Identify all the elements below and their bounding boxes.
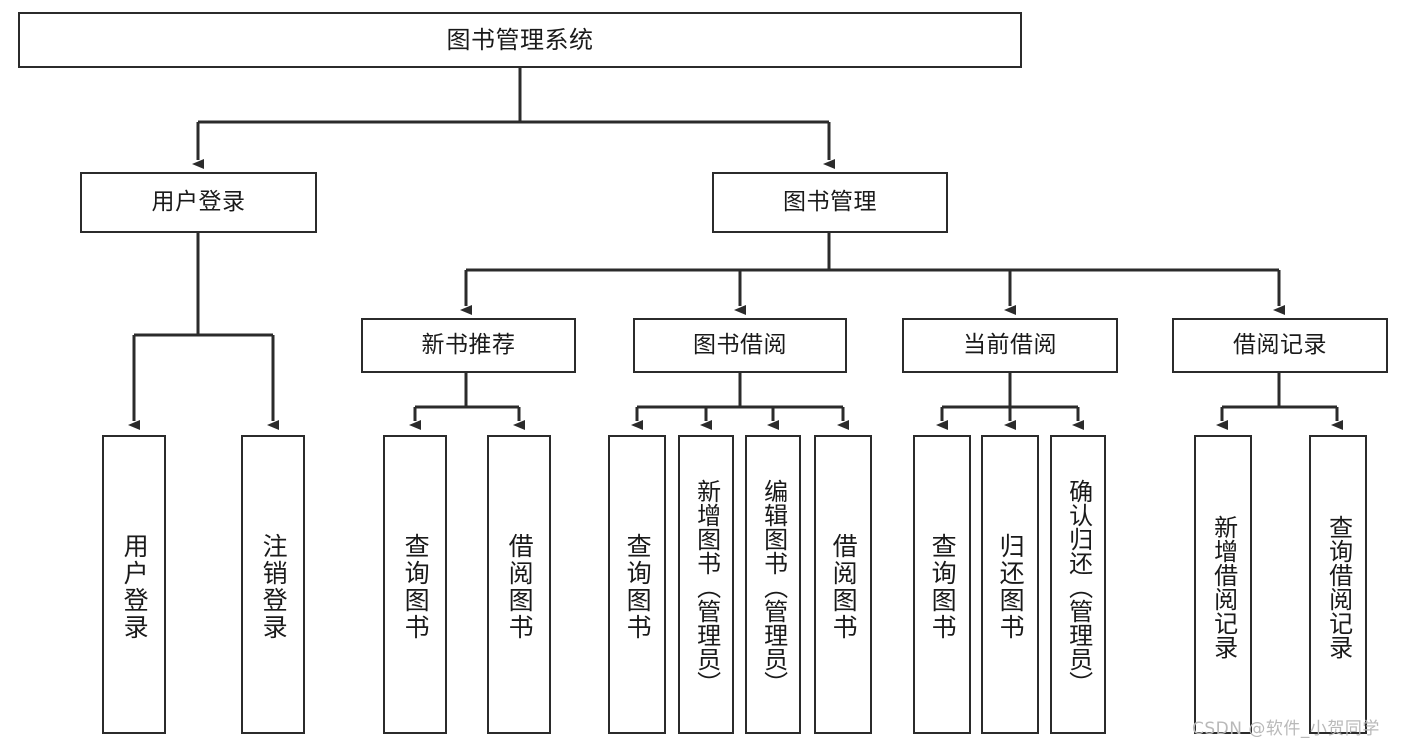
node-label: 查询图书 — [401, 532, 431, 641]
node-label: 查询图书 — [928, 532, 958, 641]
leaf-new-book-query-book[interactable]: 查询图书 — [383, 435, 447, 734]
node-label: 借阅记录 — [1233, 331, 1327, 358]
leaf-user-login-login[interactable]: 用户登录 — [102, 435, 166, 734]
node-borrow-record[interactable]: 借阅记录 — [1172, 318, 1388, 373]
node-book-management[interactable]: 图书管理 — [712, 172, 948, 233]
leaf-book-borrow-edit-book-admin[interactable]: 编辑图书（管理员） — [745, 435, 801, 734]
node-label: 借阅图书 — [505, 532, 535, 641]
node-book-borrow[interactable]: 图书借阅 — [633, 318, 847, 373]
node-label: 归还图书 — [996, 532, 1026, 641]
leaf-borrow-record-add-record[interactable]: 新增借阅记录 — [1194, 435, 1252, 734]
node-label: 查询借阅记录 — [1324, 514, 1353, 659]
leaf-book-borrow-add-book-admin[interactable]: 新增图书（管理员） — [678, 435, 734, 734]
node-label: 编辑图书（管理员） — [759, 478, 788, 695]
leaf-book-borrow-borrow-book[interactable]: 借阅图书 — [814, 435, 872, 734]
node-label: 图书管理系统 — [446, 25, 594, 54]
leaf-borrow-record-query-record[interactable]: 查询借阅记录 — [1309, 435, 1367, 734]
node-label: 当前借阅 — [963, 331, 1057, 358]
node-label: 图书管理 — [783, 188, 877, 215]
leaf-user-login-logout[interactable]: 注销登录 — [241, 435, 305, 734]
node-current-borrow[interactable]: 当前借阅 — [902, 318, 1118, 373]
node-label: 用户登录 — [120, 532, 150, 641]
node-label: 新增图书（管理员） — [692, 478, 721, 695]
node-label: 查询图书 — [623, 532, 653, 641]
leaf-current-borrow-query-book[interactable]: 查询图书 — [913, 435, 971, 734]
csdn-watermark: CSDN @软件_小贺同学 — [1192, 719, 1380, 739]
node-user-login[interactable]: 用户登录 — [80, 172, 317, 233]
node-label: 借阅图书 — [829, 532, 859, 641]
node-label: 新增借阅记录 — [1209, 514, 1238, 659]
node-label: 注销登录 — [259, 532, 289, 641]
node-new-book-recommend[interactable]: 新书推荐 — [361, 318, 576, 373]
node-label: 用户登录 — [151, 188, 246, 215]
node-label: 确认归还（管理员） — [1064, 478, 1093, 695]
node-root-book-management-system[interactable]: 图书管理系统 — [18, 12, 1022, 68]
leaf-new-book-borrow-book[interactable]: 借阅图书 — [487, 435, 551, 734]
leaf-current-borrow-confirm-return-admin[interactable]: 确认归还（管理员） — [1050, 435, 1106, 734]
node-label: 图书借阅 — [693, 331, 787, 358]
leaf-current-borrow-return-book[interactable]: 归还图书 — [981, 435, 1039, 734]
leaf-book-borrow-query-book[interactable]: 查询图书 — [608, 435, 666, 734]
node-label: 新书推荐 — [421, 331, 516, 358]
